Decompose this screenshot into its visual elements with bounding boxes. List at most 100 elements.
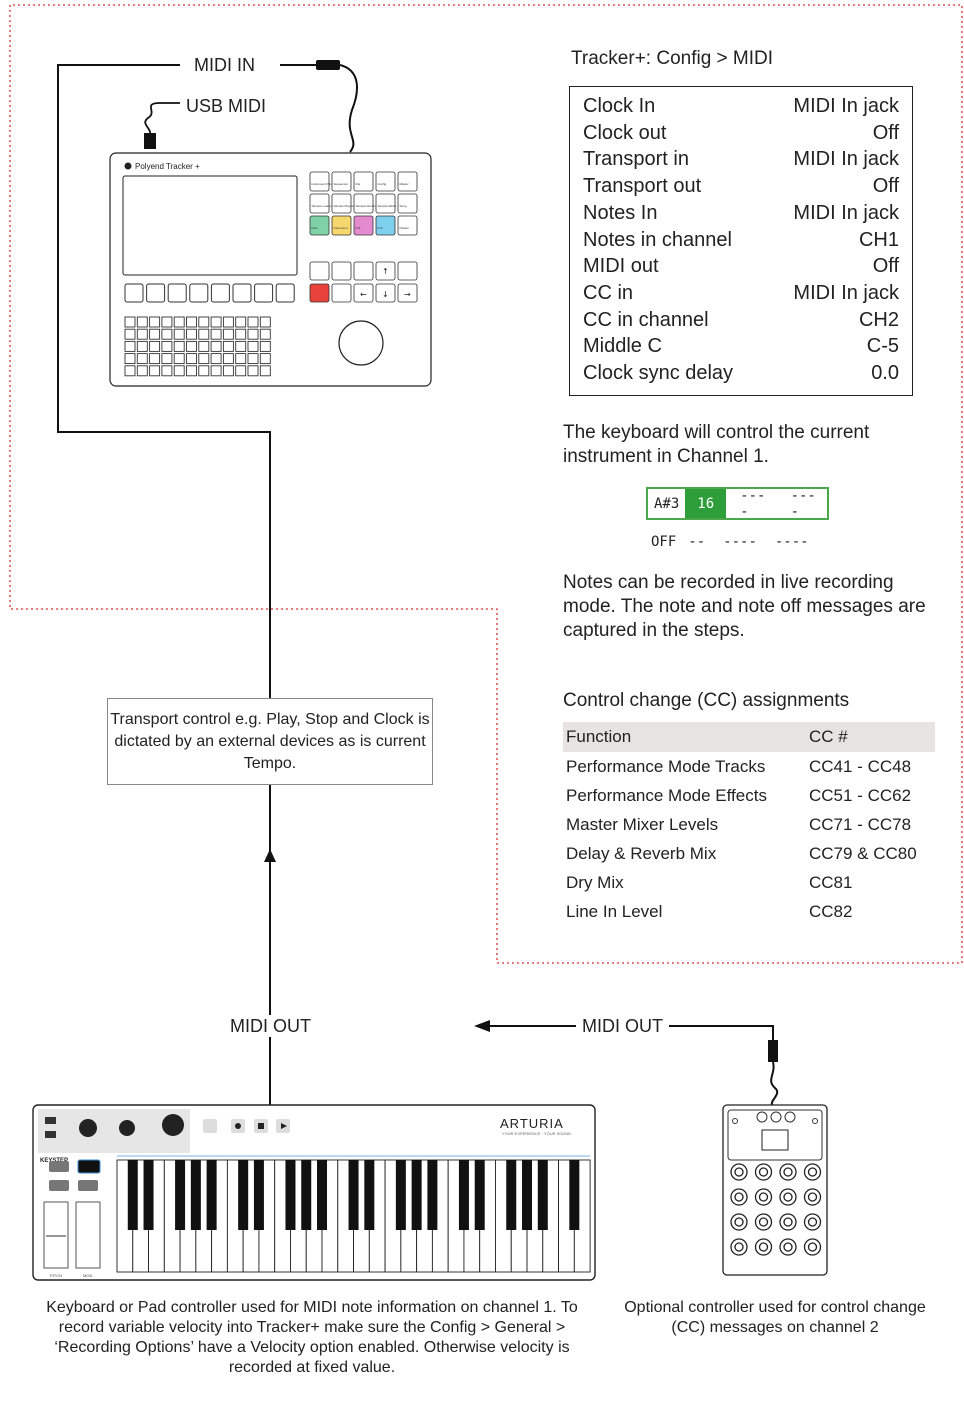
nav-key[interactable] xyxy=(310,262,329,280)
nav-key[interactable] xyxy=(332,262,351,280)
grid-key[interactable] xyxy=(125,341,135,351)
black-key[interactable] xyxy=(207,1160,217,1230)
grid-key[interactable] xyxy=(137,317,147,327)
grid-key[interactable] xyxy=(248,317,258,327)
grid-key[interactable] xyxy=(125,354,135,364)
mod-strip[interactable] xyxy=(76,1202,100,1268)
grid-key[interactable] xyxy=(236,317,246,327)
black-key[interactable] xyxy=(238,1160,248,1230)
grid-key[interactable] xyxy=(236,329,246,339)
nav-key[interactable] xyxy=(310,284,329,302)
rate-knob[interactable] xyxy=(162,1114,184,1136)
black-key[interactable] xyxy=(317,1160,327,1230)
grid-key[interactable] xyxy=(199,329,209,339)
grid-key[interactable] xyxy=(260,366,270,376)
soft-key[interactable] xyxy=(211,284,229,302)
pitch-strip[interactable] xyxy=(44,1202,68,1268)
black-key[interactable] xyxy=(128,1160,138,1230)
grid-key[interactable] xyxy=(223,366,233,376)
shift-button[interactable] xyxy=(45,1117,56,1124)
tracker-encoder-knob[interactable] xyxy=(339,321,383,365)
nav-key[interactable] xyxy=(398,262,417,280)
black-key[interactable] xyxy=(538,1160,548,1230)
soft-key[interactable] xyxy=(147,284,165,302)
black-key[interactable] xyxy=(301,1160,311,1230)
grid-key[interactable] xyxy=(211,354,221,364)
grid-key[interactable] xyxy=(174,354,184,364)
seq-arp-button[interactable] xyxy=(78,1160,100,1173)
grid-key[interactable] xyxy=(162,366,172,376)
black-key[interactable] xyxy=(427,1160,437,1230)
grid-key[interactable] xyxy=(187,317,197,327)
black-key[interactable] xyxy=(412,1160,422,1230)
grid-key[interactable] xyxy=(162,329,172,339)
grid-key[interactable] xyxy=(248,354,258,364)
nav-key[interactable] xyxy=(354,262,373,280)
nav-key[interactable] xyxy=(332,284,351,302)
grid-key[interactable] xyxy=(150,366,160,376)
grid-key[interactable] xyxy=(236,366,246,376)
hold-button[interactable] xyxy=(45,1131,56,1138)
black-key[interactable] xyxy=(396,1160,406,1230)
soft-key[interactable] xyxy=(125,284,143,302)
grid-key[interactable] xyxy=(125,317,135,327)
soft-key[interactable] xyxy=(233,284,251,302)
soft-key[interactable] xyxy=(168,284,186,302)
grid-key[interactable] xyxy=(211,366,221,376)
grid-key[interactable] xyxy=(260,329,270,339)
grid-key[interactable] xyxy=(211,341,221,351)
grid-key[interactable] xyxy=(174,341,184,351)
black-key[interactable] xyxy=(254,1160,264,1230)
black-key[interactable] xyxy=(175,1160,185,1230)
black-key[interactable] xyxy=(349,1160,359,1230)
grid-key[interactable] xyxy=(137,366,147,376)
grid-key[interactable] xyxy=(223,354,233,364)
grid-key[interactable] xyxy=(150,354,160,364)
black-key[interactable] xyxy=(569,1160,579,1230)
grid-key[interactable] xyxy=(199,366,209,376)
black-key[interactable] xyxy=(364,1160,374,1230)
tempo-knob[interactable] xyxy=(119,1120,135,1136)
grid-key[interactable] xyxy=(211,317,221,327)
transpose-plus-button[interactable] xyxy=(78,1180,98,1191)
black-key[interactable] xyxy=(459,1160,469,1230)
grid-key[interactable] xyxy=(150,317,160,327)
black-key[interactable] xyxy=(506,1160,516,1230)
scale-knob[interactable] xyxy=(79,1119,97,1137)
soft-key[interactable] xyxy=(190,284,208,302)
grid-key[interactable] xyxy=(248,366,258,376)
grid-key[interactable] xyxy=(260,341,270,351)
keyboard-keys[interactable] xyxy=(117,1160,590,1272)
black-key[interactable] xyxy=(475,1160,485,1230)
grid-key[interactable] xyxy=(223,329,233,339)
black-key[interactable] xyxy=(144,1160,154,1230)
black-key[interactable] xyxy=(285,1160,295,1230)
grid-key[interactable] xyxy=(150,341,160,351)
grid-key[interactable] xyxy=(174,329,184,339)
black-key[interactable] xyxy=(191,1160,201,1230)
octave-minus-button[interactable] xyxy=(49,1161,69,1172)
grid-key[interactable] xyxy=(236,341,246,351)
grid-key[interactable] xyxy=(150,329,160,339)
grid-key[interactable] xyxy=(187,366,197,376)
grid-key[interactable] xyxy=(187,341,197,351)
grid-key[interactable] xyxy=(199,354,209,364)
grid-key[interactable] xyxy=(162,354,172,364)
grid-key[interactable] xyxy=(125,366,135,376)
grid-key[interactable] xyxy=(137,354,147,364)
grid-key[interactable] xyxy=(199,341,209,351)
grid-key[interactable] xyxy=(162,317,172,327)
grid-key[interactable] xyxy=(236,354,246,364)
soft-key[interactable] xyxy=(255,284,273,302)
tap-button[interactable] xyxy=(203,1119,217,1133)
grid-key[interactable] xyxy=(199,317,209,327)
grid-key[interactable] xyxy=(187,329,197,339)
grid-key[interactable] xyxy=(248,329,258,339)
grid-key[interactable] xyxy=(174,317,184,327)
grid-key[interactable] xyxy=(137,329,147,339)
grid-key[interactable] xyxy=(174,366,184,376)
grid-key[interactable] xyxy=(137,341,147,351)
grid-key[interactable] xyxy=(211,329,221,339)
grid-key[interactable] xyxy=(260,354,270,364)
grid-key[interactable] xyxy=(223,317,233,327)
